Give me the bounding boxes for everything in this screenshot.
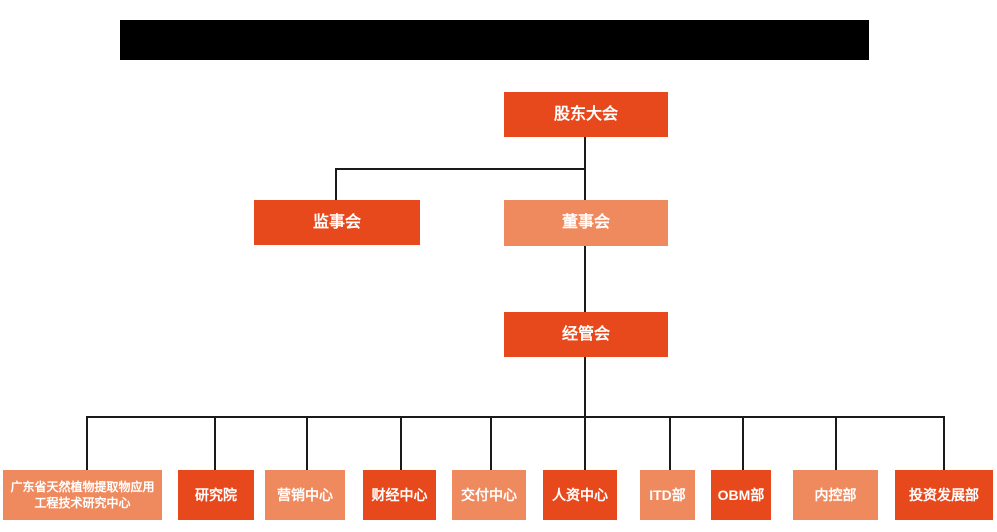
connector-drop-dept-9 xyxy=(943,416,945,470)
org-node-itd-department: ITD部 xyxy=(640,470,695,520)
org-node-hr-center: 人资中心 xyxy=(543,470,617,520)
org-node-label: 研究院 xyxy=(195,486,237,503)
org-node-investment-development-department: 投资发展部 xyxy=(895,470,993,520)
org-node-research-center: 广东省天然植物提取物应用工程技术研究中心 xyxy=(3,470,162,520)
connector-drop-dept-0 xyxy=(86,416,88,470)
org-node-label: OBM部 xyxy=(717,486,765,503)
org-node-obm-department: OBM部 xyxy=(711,470,771,520)
org-node-finance-center: 财经中心 xyxy=(363,470,436,520)
connector-drop-dept-7 xyxy=(742,416,744,470)
connector-drop-dept-3 xyxy=(400,416,402,470)
connector-management-to-departments xyxy=(584,357,586,470)
connector-drop-dept-6 xyxy=(669,416,671,470)
org-node-internal-control-department: 内控部 xyxy=(793,470,878,520)
org-node-label: 内控部 xyxy=(814,486,857,503)
connector-department-bus xyxy=(87,416,945,418)
org-node-label: 财经中心 xyxy=(371,486,428,503)
org-node-management-committee: 经管会 xyxy=(504,312,668,357)
org-node-label: ITD部 xyxy=(649,486,686,503)
connector-directors-to-management xyxy=(584,246,586,312)
connector-drop-dept-8 xyxy=(835,416,837,470)
org-node-marketing-center: 营销中心 xyxy=(265,470,345,520)
org-node-label: 广东省天然植物提取物应用工程技术研究中心 xyxy=(10,479,155,510)
org-node-label: 监事会 xyxy=(312,213,361,231)
org-node-label: 董事会 xyxy=(561,214,610,232)
connector-branch-supervisors xyxy=(336,168,586,170)
org-node-label: 投资发展部 xyxy=(909,486,979,503)
org-node-label: 交付中心 xyxy=(461,486,517,503)
redacted-title-bar xyxy=(120,20,869,60)
connector-drop-dept-2 xyxy=(306,416,308,470)
connector-drop-dept-4 xyxy=(490,416,492,470)
connector-drop-dept-1 xyxy=(214,416,216,470)
connector-drop-supervisors xyxy=(335,168,337,200)
org-node-research-institute: 研究院 xyxy=(178,470,254,520)
org-node-label: 营销中心 xyxy=(277,486,333,503)
org-node-shareholders-meeting: 股东大会 xyxy=(504,92,668,137)
org-node-delivery-center: 交付中心 xyxy=(452,470,526,520)
org-node-label: 股东大会 xyxy=(553,105,618,123)
org-node-label: 人资中心 xyxy=(552,486,608,503)
org-node-label: 经管会 xyxy=(561,325,610,343)
org-node-board-of-directors: 董事会 xyxy=(504,200,668,246)
org-node-supervisory-board: 监事会 xyxy=(254,200,420,245)
